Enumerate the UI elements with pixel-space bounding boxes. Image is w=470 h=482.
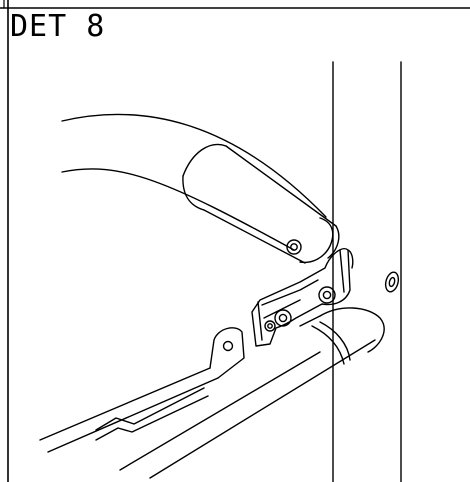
post-mounting-hole xyxy=(384,271,401,293)
detail-label: DET 8 xyxy=(10,9,106,44)
upper-curved-tube xyxy=(62,114,339,263)
lug-tab xyxy=(210,328,244,378)
upper-tube-bolt xyxy=(287,240,301,254)
vertical-post xyxy=(333,62,401,482)
hinge-bracket xyxy=(252,249,353,346)
lower-rail-arm xyxy=(40,368,218,452)
bracket-bolt-lower xyxy=(275,310,291,326)
bracket-bolt-upper xyxy=(319,287,335,303)
bracket-bolt-left xyxy=(265,321,275,331)
lower-main-tube xyxy=(120,308,384,478)
